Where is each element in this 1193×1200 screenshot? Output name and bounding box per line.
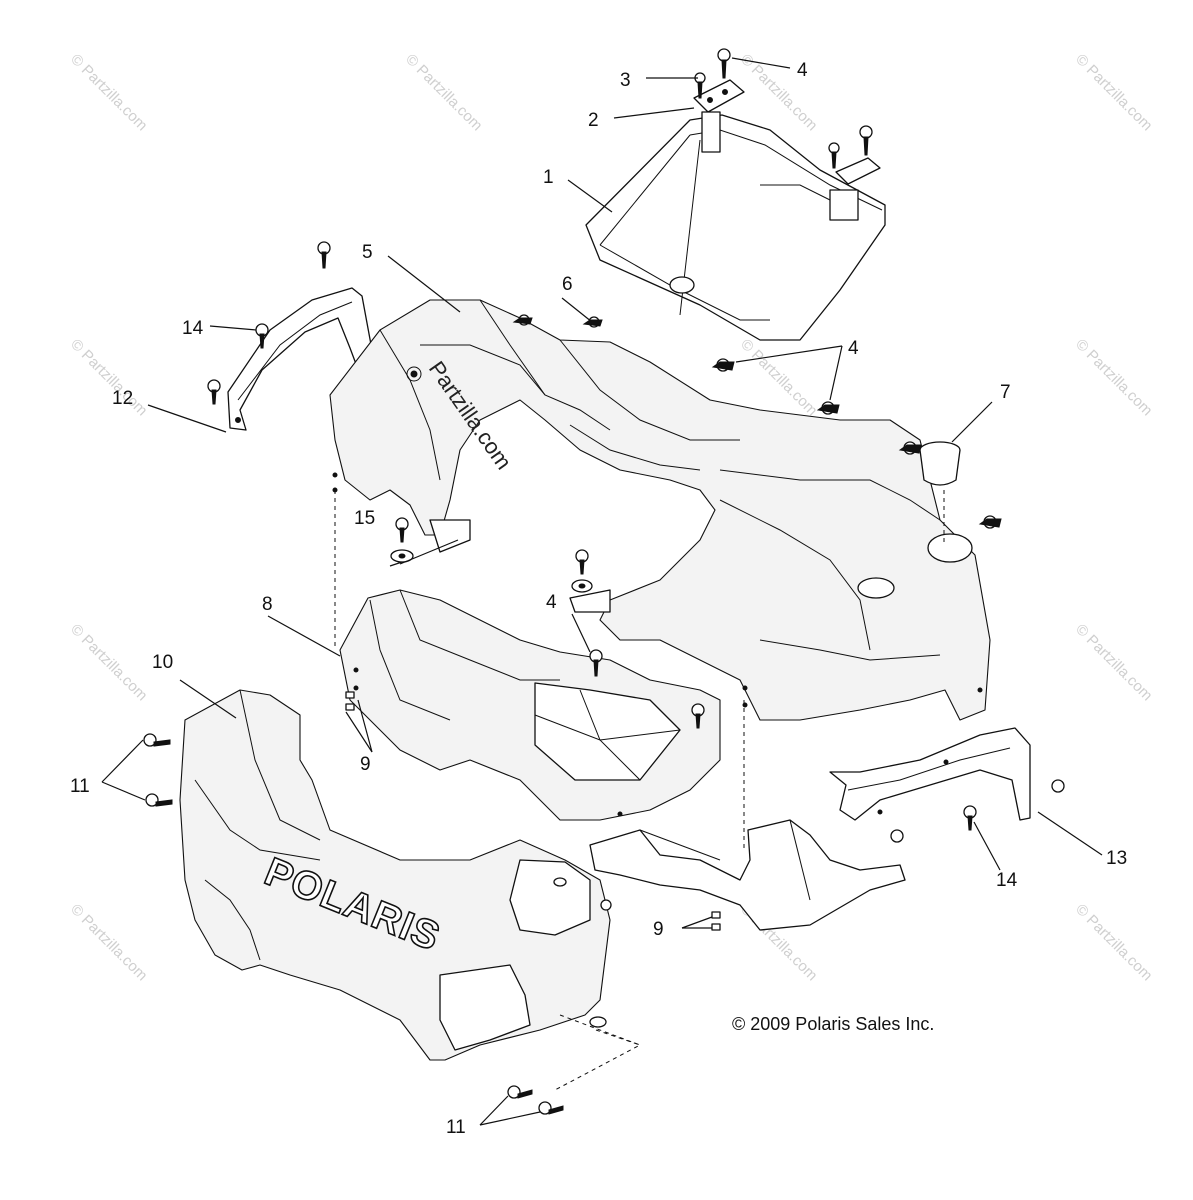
callout-label: 9 — [653, 919, 664, 940]
callout-label: 14 — [182, 318, 204, 339]
watermark: © Partzilla.com — [67, 901, 150, 984]
callout-label: 1 — [543, 167, 554, 188]
leader-lines — [101, 57, 1103, 1126]
callouts: 1 2 3 4 4 4 5 6 7 8 9 9 10 11 11 12 13 1… — [70, 60, 1127, 1138]
callout-label: 4 — [797, 60, 808, 81]
callout-label: 5 — [362, 242, 373, 263]
callout-label: 13 — [1106, 848, 1127, 869]
callout-label: 2 — [588, 110, 599, 131]
callout-label: 6 — [562, 274, 573, 295]
watermark: © Partzilla.com — [67, 621, 150, 704]
watermark: © Partzilla.com — [1072, 336, 1155, 419]
callout-label: 8 — [262, 594, 273, 615]
callout-label: 4 — [848, 338, 859, 359]
callout-label: 7 — [1000, 382, 1011, 403]
copyright-text: © 2009 Polaris Sales Inc. — [732, 1014, 934, 1034]
left-bracket-part — [227, 287, 373, 431]
alignment-lines — [334, 490, 945, 1091]
watermark: © Partzilla.com — [737, 336, 820, 419]
callout-label: 9 — [360, 754, 371, 775]
floor-panel-part — [589, 819, 906, 931]
fasteners — [143, 241, 1065, 1115]
watermark: © Partzilla.com — [1072, 51, 1155, 134]
hinge-part — [693, 79, 881, 221]
watermark: © Partzilla.com — [67, 51, 150, 134]
callout-label: 15 — [354, 508, 375, 529]
callout-label: 3 — [620, 70, 631, 91]
watermark: © Partzilla.com — [1072, 901, 1155, 984]
watermark: © Partzilla.com — [402, 51, 485, 134]
callout-label: 11 — [70, 776, 90, 797]
watermark: © Partzilla.com — [737, 51, 820, 134]
callout-label: 12 — [112, 388, 133, 409]
callout-label: 10 — [152, 652, 173, 673]
right-bracket-part — [829, 727, 1031, 821]
watermark: © Partzilla.com — [1072, 621, 1155, 704]
hood-part — [585, 114, 886, 341]
screw-set-top — [694, 48, 873, 169]
callout-label: 4 — [546, 592, 557, 613]
callout-label: 14 — [996, 870, 1018, 891]
dash-panel-part — [329, 299, 991, 721]
callout-label: 11 — [446, 1117, 466, 1138]
front-fascia-part: POLARIS — [179, 689, 611, 1061]
watermark: © Partzilla.com — [67, 336, 150, 419]
cup-holder-part — [919, 441, 961, 486]
storage-tray-part — [339, 589, 721, 821]
